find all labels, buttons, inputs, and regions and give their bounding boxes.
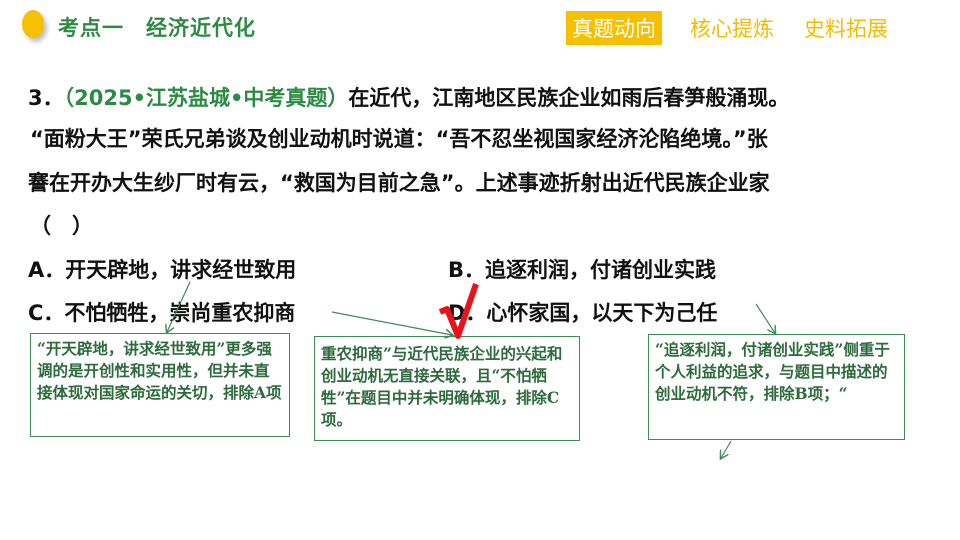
tab-hexin[interactable]: 核心提炼 (690, 17, 774, 41)
annotation-a: “开天辟地，讲求经世致用”更多强调的是开创性和实用性，但并未直接体现对国家命运的… (30, 333, 290, 437)
arrow-to-annotation-a (167, 281, 191, 332)
question-line-1: 3．（2025•江苏盐城•中考真题）在近代，江南地区民族企业如雨后春笋般涌现。 (28, 82, 789, 112)
question-text: 在近代，江南地区民族企业如雨后春笋般涌现。 (348, 86, 790, 110)
nav-tabs: 真题动向 核心提炼 史料拓展 (566, 11, 912, 45)
question-line-2: “面粉大王”荣氏兄弟谈及创业动机时说道：“吾不忍坐视国家经济沦陷绝境。”张 (30, 127, 768, 151)
question-line-3: 謇在开办大生纱厂时有云，“救国为目前之急”。上述事迹折射出近代民族企业家 (28, 171, 770, 195)
correct-check-icon (438, 283, 479, 339)
tab-zhenti[interactable]: 真题动向 (566, 11, 662, 45)
question-number: 3． (28, 86, 64, 110)
tab-shiliao[interactable]: 史料拓展 (804, 17, 888, 41)
option-c[interactable]: C．不怕牺牲，崇尚重农抑商 (28, 301, 296, 325)
option-b[interactable]: B．追逐利润，付诸创业实践 (448, 258, 717, 282)
arrow-to-annotation-c (331, 311, 452, 335)
page-title: 考点一 经济近代化 (58, 16, 256, 40)
question-line-4: （ ） (30, 214, 93, 238)
arrow-to-annotation-b (755, 303, 775, 333)
option-a[interactable]: A．开天辟地，讲求经世致用 (28, 258, 297, 282)
annotation-b: “追逐利润，付诸创业实践”侧重于个人利益的追求，与题目中描述的创业动机不符，排除… (648, 334, 905, 440)
arrow-below-annotation-b (721, 440, 732, 458)
option-d[interactable]: D．心怀家国，以天下为己任 (448, 301, 718, 325)
annotation-c: 重农抑商”与近代民族企业的兴起和创业动机无直接关联，且“不怕牺牲”在题目中并未明… (314, 336, 580, 441)
question-source: （2025•江苏盐城•中考真题） (63, 86, 349, 110)
bullet-dot-icon (22, 10, 44, 38)
